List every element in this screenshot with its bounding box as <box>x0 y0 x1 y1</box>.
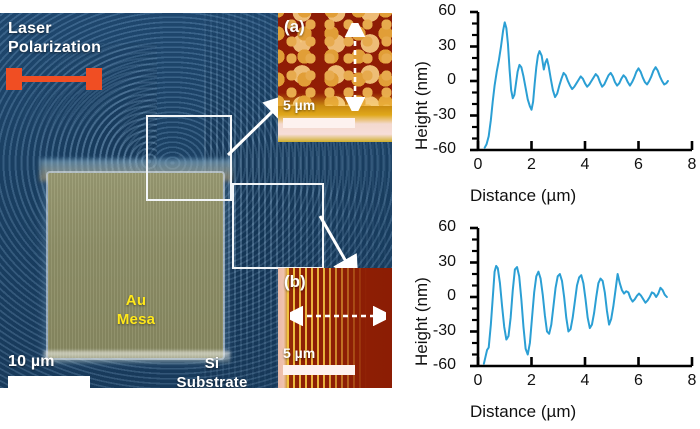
y-tick-label: -60 <box>432 356 456 373</box>
laser-polarization-arrow <box>6 68 102 90</box>
bottom-chart-canvas <box>470 226 694 368</box>
laser-polarization-line1: Laser <box>8 20 52 37</box>
x-tick-label: 2 <box>527 372 536 389</box>
y-tick-label: 30 <box>438 252 456 270</box>
inset-a-dashed-double-arrow <box>344 23 366 111</box>
bottom-chart-x-axis-label: Distance (µm) <box>470 402 577 421</box>
au-mesa-label: Au Mesa <box>100 291 172 329</box>
afm-inset-a: (a) 5 µm <box>278 13 392 142</box>
inset-a-scale-label: 5 µm <box>283 97 316 113</box>
micrograph-scale-bar-label: 10 µm <box>8 353 55 370</box>
mesa-bottom-edge-glow <box>44 351 230 363</box>
y-tick-label: 60 <box>438 2 456 19</box>
micrograph-scale-bar <box>8 376 90 388</box>
y-tick-label: -30 <box>432 321 456 339</box>
y-tick-label: -60 <box>432 140 456 157</box>
y-tick-label: 60 <box>438 218 456 235</box>
au-mesa-region <box>48 173 223 358</box>
si-substrate-label: Si Substrate <box>152 354 272 388</box>
x-tick-label: 0 <box>473 156 483 173</box>
afm-inset-b: (b) 5 µm <box>278 268 392 388</box>
data-trace <box>483 21 669 149</box>
au-mesa-label-line2: Mesa <box>116 311 156 328</box>
x-tick-label: 6 <box>634 156 643 173</box>
x-tick-label: 4 <box>580 156 590 173</box>
y-tick-label: 0 <box>447 287 456 304</box>
top-chart-x-axis-label: Distance (µm) <box>470 186 577 205</box>
x-tick-label: 6 <box>634 372 643 389</box>
inset-b-dashed-double-arrow <box>290 306 386 326</box>
x-tick-label: 2 <box>527 156 536 173</box>
inset-a-panel-label: (a) <box>284 17 305 36</box>
afm-inset-a-texture <box>278 13 392 106</box>
inset-b-scale-bar <box>283 365 355 375</box>
si-substrate-label-line1: Si <box>204 355 220 372</box>
x-tick-label: 4 <box>580 372 590 389</box>
laser-polarization-line2: Polarization <box>8 39 102 56</box>
top-chart-canvas <box>470 10 694 152</box>
x-tick-label: 0 <box>473 372 483 389</box>
x-tick-label: 8 <box>687 156 697 173</box>
y-tick-label: 30 <box>438 36 456 54</box>
inset-b-panel-label: (b) <box>284 272 306 291</box>
selection-box-a <box>146 115 232 201</box>
selection-box-b <box>232 183 324 269</box>
data-trace <box>482 264 668 365</box>
laser-polarization-label: Laser Polarization <box>8 19 101 57</box>
au-mesa-label-line1: Au <box>125 292 147 309</box>
inset-b-scale-label: 5 µm <box>283 345 316 361</box>
y-tick-label: -30 <box>432 105 456 123</box>
si-substrate-label-line2: Substrate <box>176 374 248 388</box>
x-tick-label: 8 <box>687 372 697 389</box>
y-tick-label: 0 <box>447 71 456 88</box>
inset-a-scale-bar <box>283 118 355 128</box>
